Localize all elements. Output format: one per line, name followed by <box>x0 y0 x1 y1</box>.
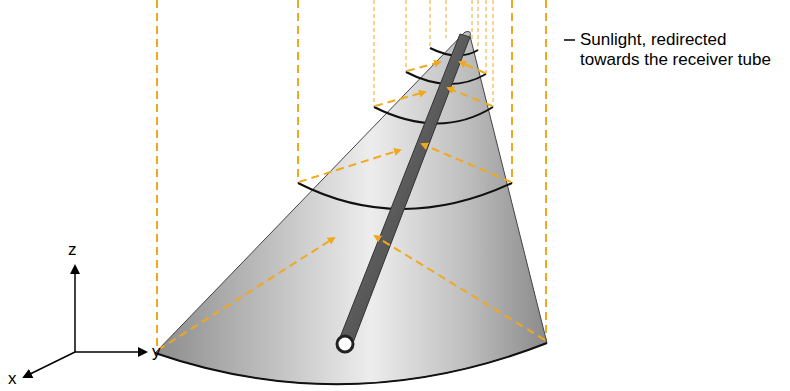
reflected-rays <box>158 62 545 350</box>
axis-label: x <box>8 369 17 389</box>
receiver-tube-end <box>337 336 353 352</box>
axis-label: y <box>152 342 161 362</box>
receiver-tube <box>339 34 470 348</box>
callout-label: Sunlight, redirected towards the receive… <box>580 30 780 70</box>
axes <box>24 266 146 377</box>
trough-mirror <box>155 32 547 385</box>
leader-line <box>564 39 575 41</box>
axis-label: z <box>68 240 77 260</box>
